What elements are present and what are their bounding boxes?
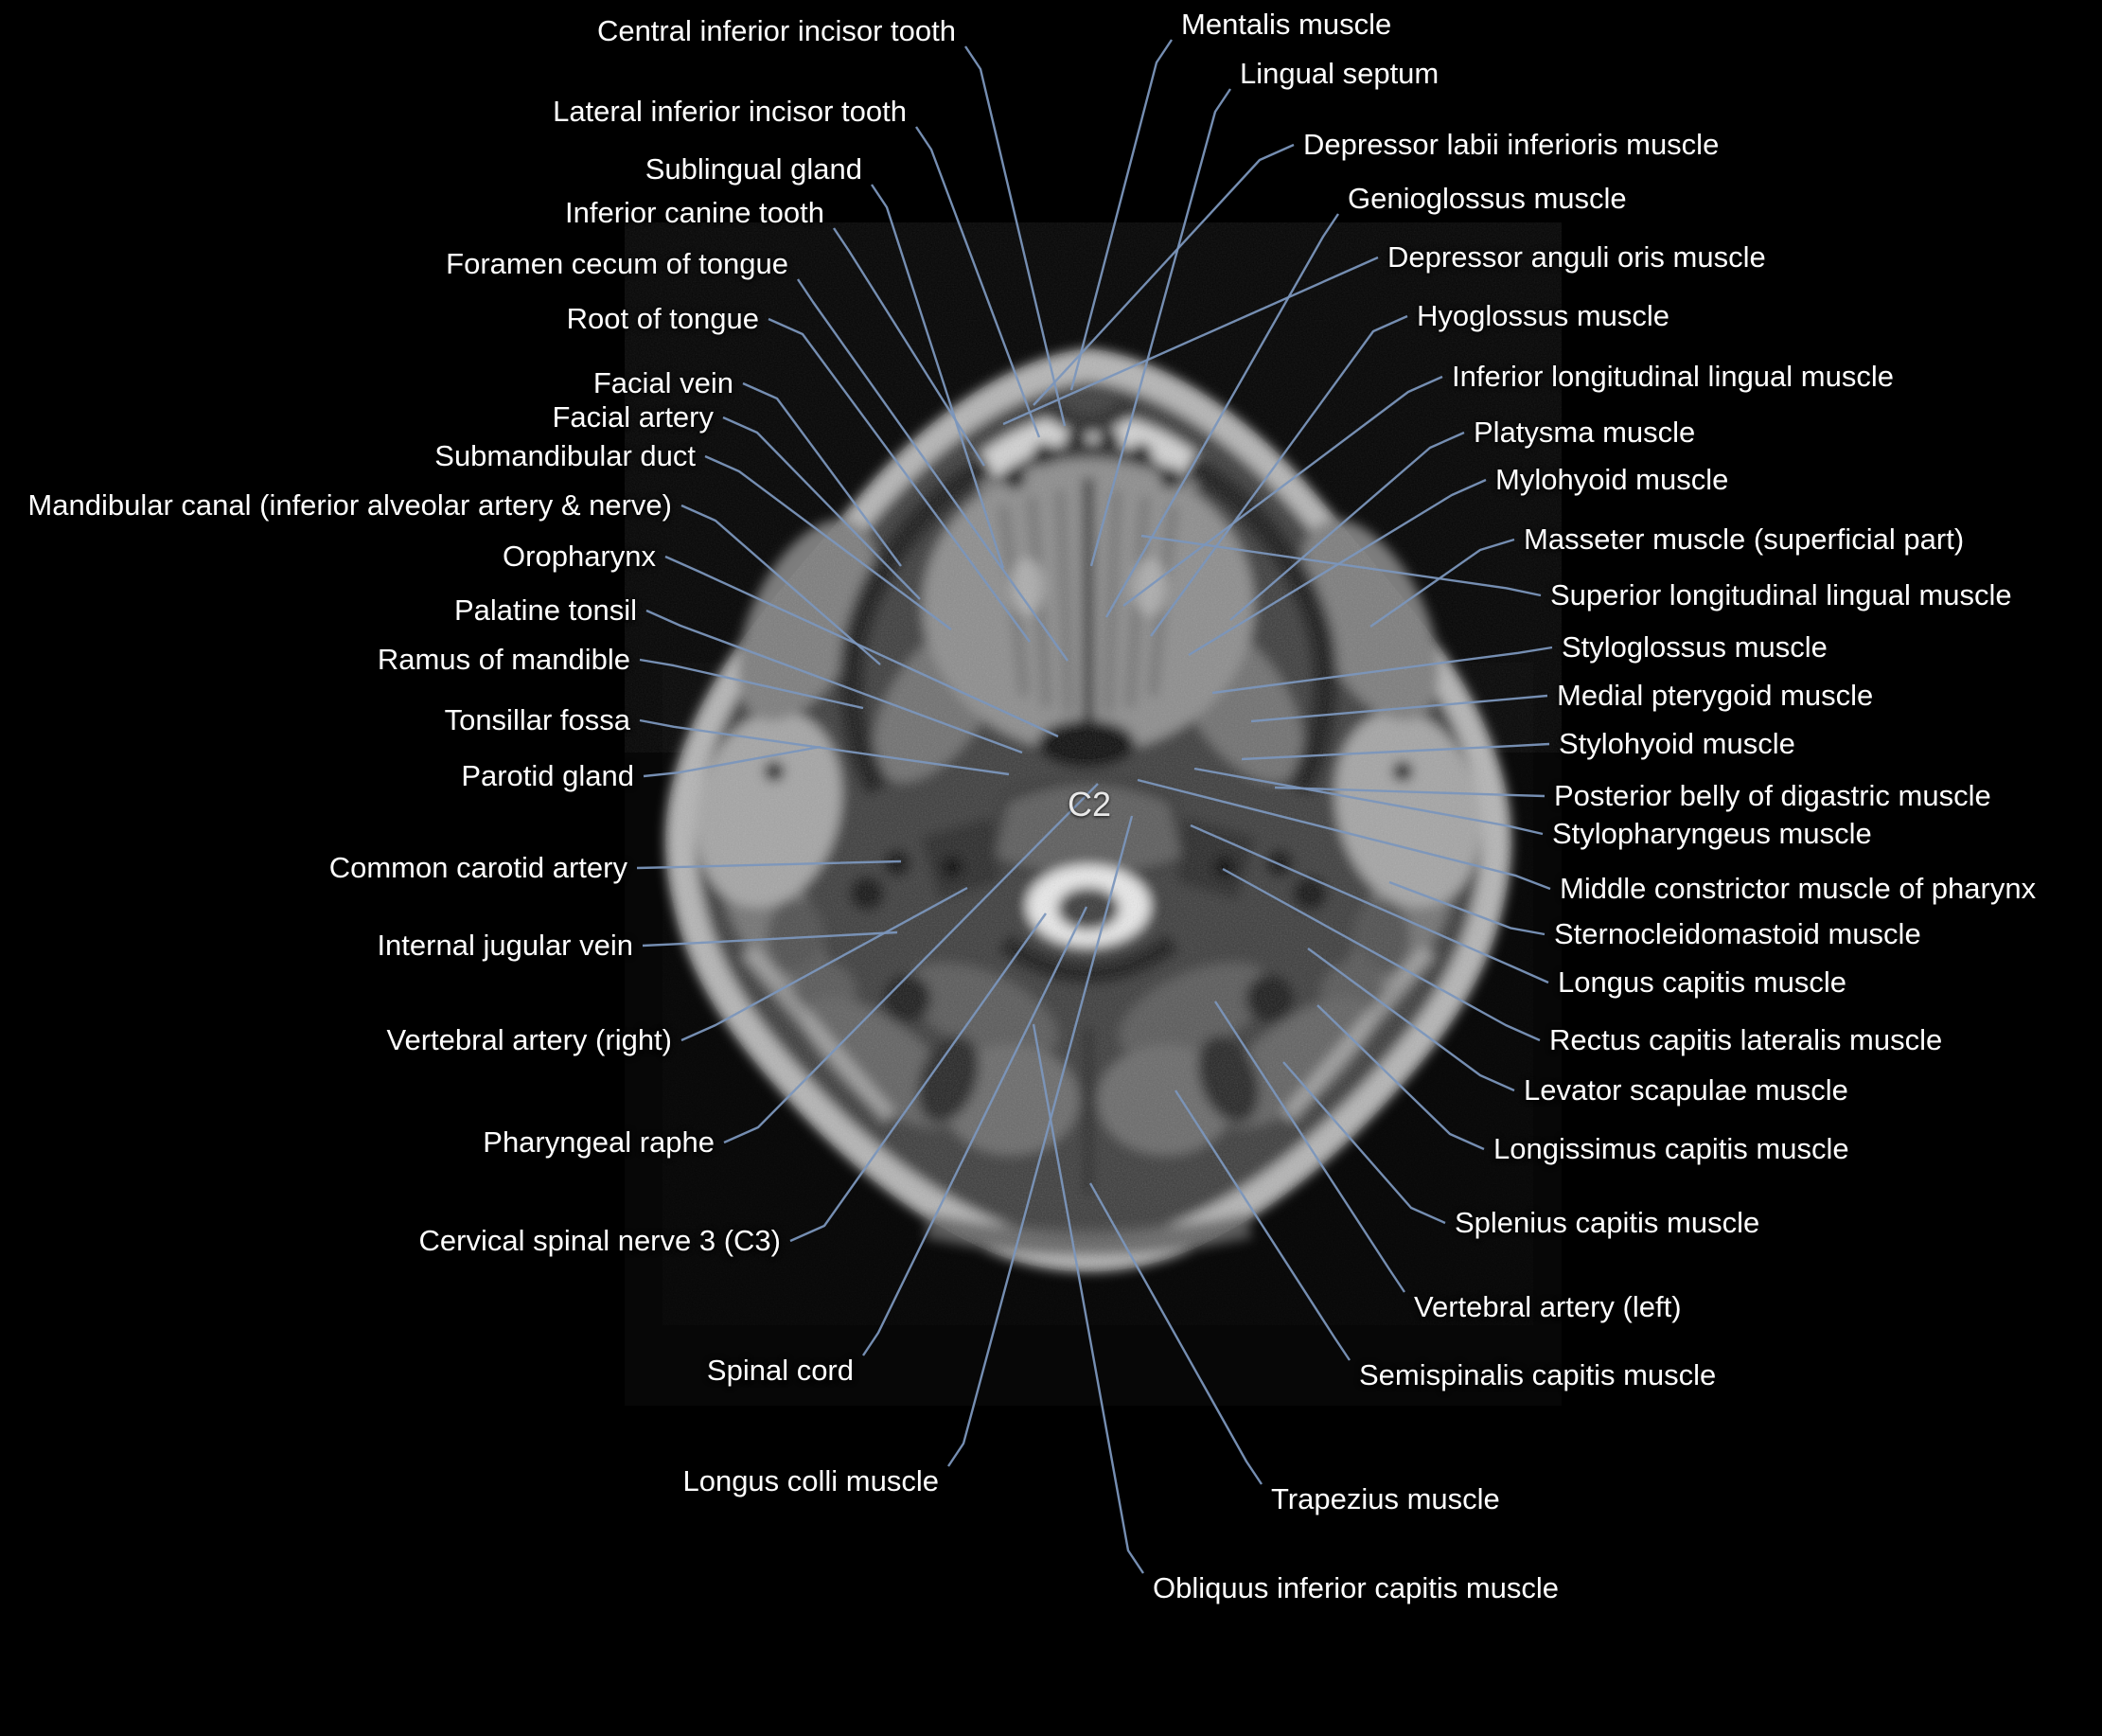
vertebra-c2-label: C2 — [1068, 785, 1112, 824]
